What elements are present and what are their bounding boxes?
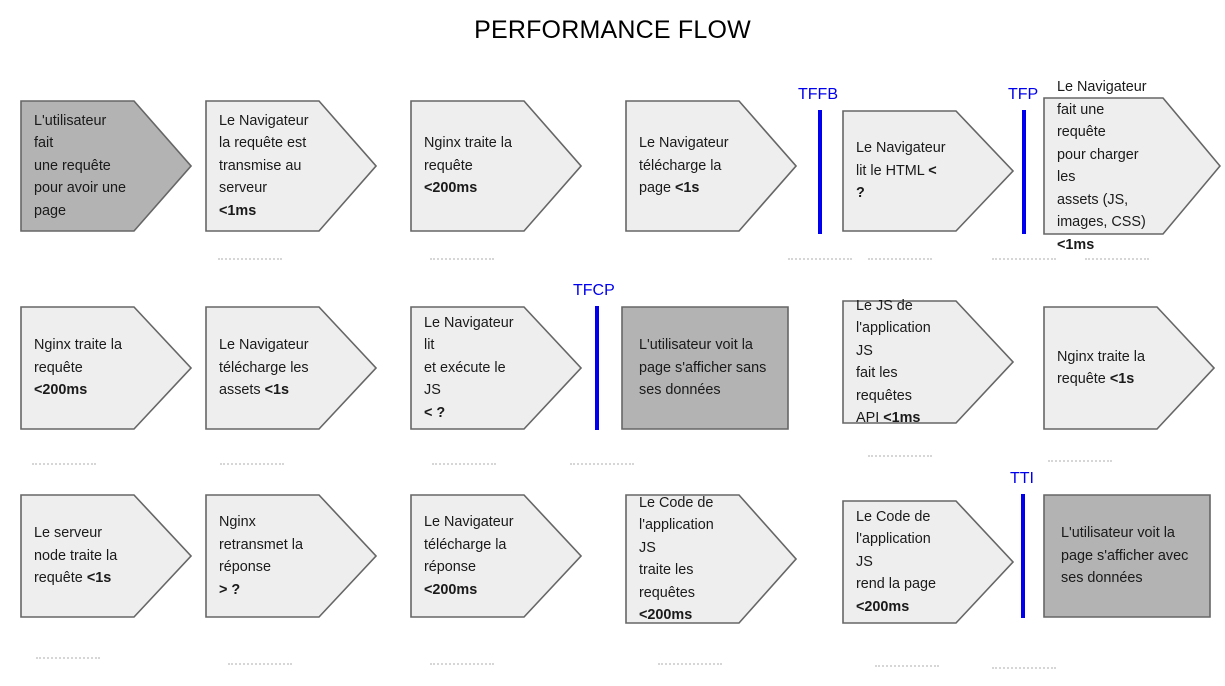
- milestone-marker-label-tfp: TFP: [1008, 86, 1039, 103]
- dotted-connector: [868, 258, 932, 262]
- milestone-marker-line-tti: [1021, 494, 1025, 618]
- milestone-marker-line-tfcp: [595, 306, 599, 430]
- dotted-connector: [430, 663, 494, 667]
- dotted-connector: [36, 657, 100, 661]
- chevron-shape: [625, 100, 797, 232]
- dotted-connector: [992, 667, 1056, 671]
- chevron-shape: [842, 110, 1014, 232]
- dotted-connector: [218, 258, 282, 262]
- chevron-shape: [410, 100, 582, 232]
- milestone-marker-line-tffb: [818, 110, 822, 234]
- milestone-marker-label-tffb: TFFB: [798, 86, 838, 103]
- chevron-shape: [842, 300, 1014, 424]
- dotted-connector: [788, 258, 852, 262]
- dotted-connector: [658, 663, 722, 667]
- dotted-connector: [430, 258, 494, 262]
- chevron-shape: [410, 494, 582, 618]
- dotted-connector: [32, 463, 96, 467]
- dotted-connector: [570, 463, 634, 467]
- dotted-connector: [1085, 258, 1149, 262]
- chevron-shape: [205, 306, 377, 430]
- dotted-connector: [1048, 460, 1112, 464]
- chevron-shape: [205, 100, 377, 232]
- rectangle-shape: [621, 306, 789, 430]
- chevron-shape: [20, 306, 192, 430]
- milestone-marker-label-tti: TTI: [1010, 470, 1034, 487]
- chevron-shape: [842, 500, 1014, 624]
- milestone-marker-label-tfcp: TFCP: [573, 282, 615, 299]
- dotted-connector: [875, 665, 939, 669]
- chevron-shape: [410, 306, 582, 430]
- chevron-shape: [205, 494, 377, 618]
- dotted-connector: [228, 663, 292, 667]
- chevron-shape: [20, 494, 192, 618]
- chevron-shape: [1043, 306, 1215, 430]
- dotted-connector: [868, 455, 932, 459]
- dotted-connector: [220, 463, 284, 467]
- dotted-connector: [432, 463, 496, 467]
- chevron-shape: [625, 494, 797, 624]
- page-title: PERFORMANCE FLOW: [474, 16, 751, 44]
- milestone-marker-line-tfp: [1022, 110, 1026, 234]
- chevron-shape: [1043, 97, 1221, 235]
- dotted-connector: [992, 258, 1056, 262]
- rectangle-shape: [1043, 494, 1211, 618]
- chevron-shape: [20, 100, 192, 232]
